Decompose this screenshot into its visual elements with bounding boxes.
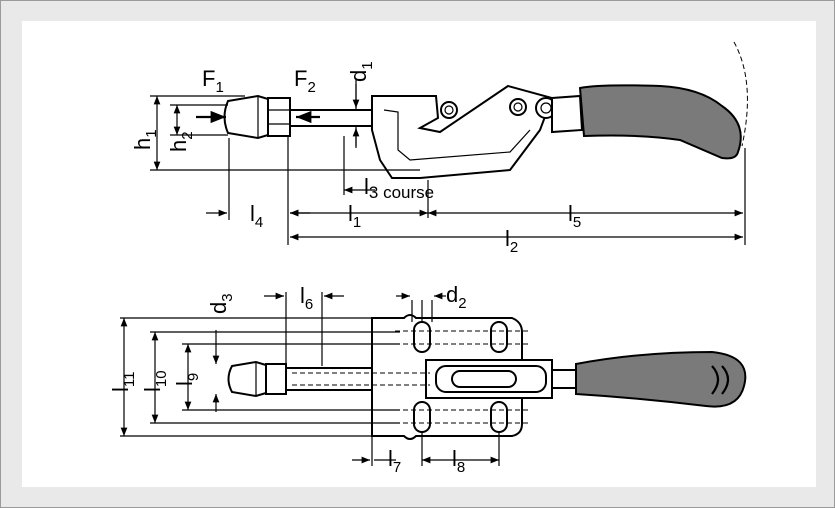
label-l8: l8 (452, 446, 465, 476)
label-h1: h1 (130, 129, 160, 150)
side-view (150, 41, 748, 245)
label-l6: l6 (300, 283, 313, 313)
dimension-labels: F1 F2 d1 h1 h2 l3 course l4 l1 l5 l2 d3 … (108, 61, 581, 476)
label-l2: l2 (505, 226, 518, 256)
label-l7: l7 (388, 446, 401, 476)
label-d3: d3 (206, 293, 236, 314)
lever-handle-top (575, 350, 747, 408)
plunger-tip (223, 94, 269, 140)
label-l3-course: l3 course (364, 174, 434, 202)
label-l10: l10 (140, 370, 170, 392)
label-d2: d2 (446, 282, 467, 312)
label-h2: h2 (166, 131, 196, 152)
label-f2: F2 (294, 66, 316, 96)
lever-handle (578, 84, 742, 160)
hex-nut (267, 97, 291, 137)
label-l11: l11 (108, 372, 138, 392)
label-d1: d1 (346, 61, 376, 82)
label-l5: l5 (568, 201, 581, 231)
label-f1: F1 (202, 66, 224, 96)
clamp-body (371, 84, 554, 179)
label-l9: l9 (172, 373, 202, 386)
label-l1: l1 (348, 201, 361, 231)
label-l4: l4 (250, 201, 263, 231)
top-view (120, 292, 747, 466)
